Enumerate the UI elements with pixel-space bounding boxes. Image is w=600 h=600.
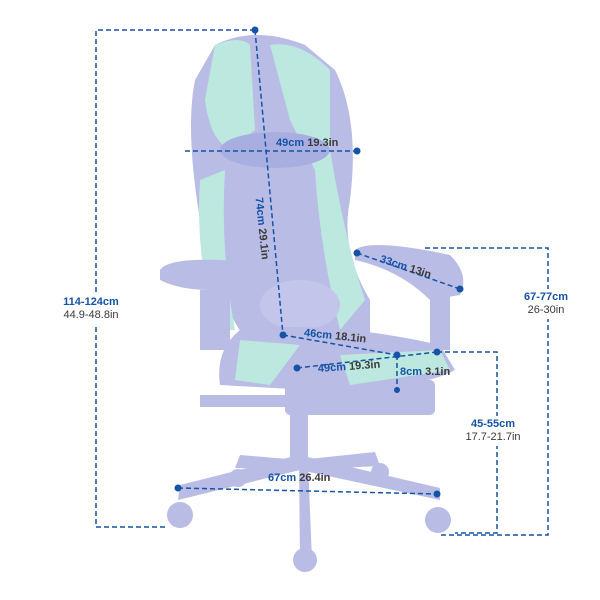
dimension-endpoints (174, 26, 464, 498)
base-width-label: 67cm 26.4in (268, 472, 331, 484)
chair (160, 35, 464, 572)
headrest-width-label: 49cm 19.3in (276, 137, 339, 149)
seat-height-label: 45-55cm 17.7-21.7in (465, 416, 521, 446)
total-height-label: 114-124cm 44.9-48.8in (63, 294, 119, 324)
armrest-height-label: 67-77cm 26-30in (523, 289, 569, 319)
dimension-lines (95, 29, 549, 536)
seat-thickness-label: 8cm 3.1in (400, 366, 451, 378)
